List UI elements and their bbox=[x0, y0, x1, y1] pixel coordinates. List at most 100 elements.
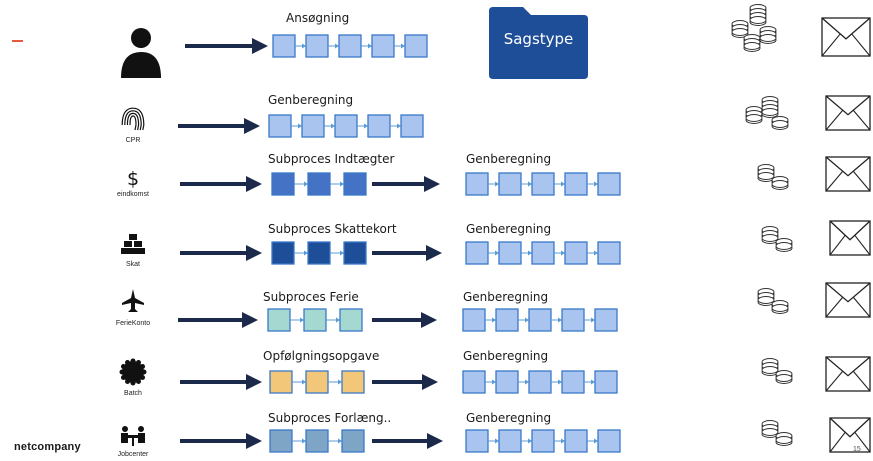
coin-stacks-small-icon bbox=[757, 164, 789, 190]
process-step-arrowhead bbox=[336, 317, 340, 323]
coin-stacks-small-icon bbox=[761, 226, 793, 252]
followup-step-arrowhead bbox=[558, 379, 562, 385]
process-step-box bbox=[268, 114, 292, 138]
followup-step-box bbox=[528, 308, 552, 332]
source-label: Jobcenter bbox=[117, 451, 149, 458]
followup-step-box bbox=[465, 241, 489, 265]
followup-step-box bbox=[498, 172, 522, 196]
page-number: 15 bbox=[853, 446, 861, 453]
process-step-box bbox=[404, 34, 428, 58]
flow-arrow bbox=[180, 433, 262, 449]
followup-step-arrowhead bbox=[492, 379, 496, 385]
followup-label: Genberegning bbox=[466, 411, 552, 425]
followup-step-box bbox=[594, 308, 618, 332]
followup-step-arrowhead bbox=[558, 317, 562, 323]
coin-stacks-small-icon bbox=[757, 288, 789, 314]
process-step-arrowhead bbox=[340, 250, 344, 256]
envelope-icon bbox=[825, 95, 871, 131]
source-label: Skat bbox=[125, 261, 140, 268]
flow-arrow bbox=[178, 118, 260, 134]
process-step-box bbox=[267, 308, 291, 332]
bank-icon bbox=[121, 234, 145, 254]
process-label: Opfølgningsopgave bbox=[263, 349, 380, 363]
process-step-box bbox=[334, 114, 358, 138]
followup-step-arrowhead bbox=[525, 317, 529, 323]
coin-stacks-small-icon bbox=[761, 358, 793, 384]
process-label: Subproces Ferie bbox=[263, 290, 359, 304]
followup-arrow bbox=[372, 374, 438, 390]
process-step-arrowhead bbox=[368, 43, 372, 49]
followup-step-arrowhead bbox=[594, 438, 598, 444]
followup-step-box bbox=[597, 429, 621, 453]
process-step-box bbox=[271, 172, 295, 196]
svg-text:$: $ bbox=[127, 168, 139, 190]
process-step-box bbox=[339, 308, 363, 332]
process-step-box bbox=[303, 308, 327, 332]
process-step-box bbox=[367, 114, 391, 138]
followup-step-arrowhead bbox=[525, 379, 529, 385]
process-label: Genberegning bbox=[268, 93, 354, 107]
followup-label: Genberegning bbox=[466, 222, 552, 236]
followup-label: Genberegning bbox=[463, 290, 549, 304]
process-step-box bbox=[371, 34, 395, 58]
process-label: Subproces Skattekort bbox=[268, 222, 397, 236]
followup-step-box bbox=[498, 429, 522, 453]
gear-icon bbox=[119, 358, 147, 386]
followup-step-box bbox=[564, 241, 588, 265]
process-label: Subproces Indtægter bbox=[268, 152, 395, 166]
followup-step-box bbox=[597, 241, 621, 265]
process-label: Subproces Forlæng.. bbox=[268, 411, 392, 425]
followup-step-box bbox=[462, 370, 486, 394]
followup-label: Genberegning bbox=[466, 152, 552, 166]
process-step-box bbox=[272, 34, 296, 58]
followup-arrow bbox=[372, 312, 437, 328]
source-label: CPR bbox=[125, 137, 141, 144]
accent-dash bbox=[12, 40, 23, 42]
flow-arrow bbox=[180, 374, 262, 390]
followup-step-arrowhead bbox=[492, 317, 496, 323]
process-step-arrowhead bbox=[302, 438, 306, 444]
coin-stacks-large-icon bbox=[731, 4, 777, 52]
followup-step-arrowhead bbox=[528, 181, 532, 187]
process-step-arrowhead bbox=[300, 317, 304, 323]
process-step-box bbox=[269, 429, 293, 453]
followup-step-arrowhead bbox=[594, 181, 598, 187]
process-step-arrowhead bbox=[302, 43, 306, 49]
envelope-icon bbox=[829, 417, 871, 453]
followup-step-arrowhead bbox=[528, 250, 532, 256]
process-step-arrowhead bbox=[364, 123, 368, 129]
process-step-box bbox=[400, 114, 424, 138]
followup-step-arrowhead bbox=[495, 250, 499, 256]
followup-label: Genberegning bbox=[463, 349, 549, 363]
process-step-box bbox=[305, 429, 329, 453]
process-step-arrowhead bbox=[338, 438, 342, 444]
followup-step-arrowhead bbox=[594, 250, 598, 256]
followup-step-box bbox=[462, 308, 486, 332]
followup-step-box bbox=[528, 370, 552, 394]
airplane-icon bbox=[122, 289, 144, 312]
process-step-arrowhead bbox=[331, 123, 335, 129]
followup-arrow bbox=[372, 176, 440, 192]
case-type-folder-icon bbox=[489, 7, 588, 79]
meeting-icon bbox=[121, 426, 145, 446]
flow-arrow bbox=[180, 245, 262, 261]
followup-arrow bbox=[372, 245, 442, 261]
followup-step-box bbox=[498, 241, 522, 265]
netcompany-logo: netcompany bbox=[14, 441, 81, 453]
process-step-arrowhead bbox=[401, 43, 405, 49]
followup-step-box bbox=[531, 241, 555, 265]
process-step-box bbox=[305, 34, 329, 58]
followup-step-box bbox=[564, 172, 588, 196]
followup-step-box bbox=[561, 308, 585, 332]
flow-arrow bbox=[180, 176, 262, 192]
followup-step-box bbox=[564, 429, 588, 453]
followup-step-box bbox=[594, 370, 618, 394]
source-label: eindkomst bbox=[117, 191, 149, 198]
person-icon bbox=[121, 28, 161, 78]
process-step-box bbox=[341, 370, 365, 394]
coin-stacks-medium-icon bbox=[745, 96, 789, 130]
process-step-arrowhead bbox=[298, 123, 302, 129]
flow-arrow bbox=[178, 312, 258, 328]
process-step-box bbox=[301, 114, 325, 138]
process-step-arrowhead bbox=[335, 43, 339, 49]
